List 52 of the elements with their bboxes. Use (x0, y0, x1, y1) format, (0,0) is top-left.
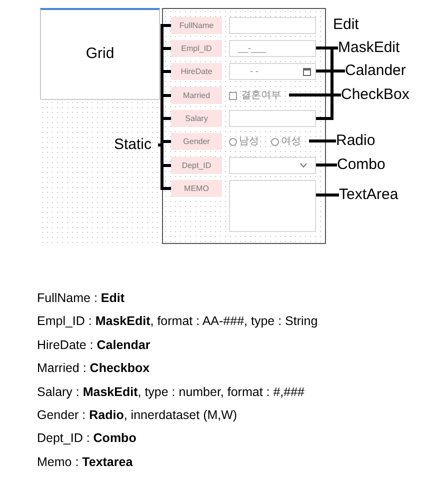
callout-label: TextArea (339, 184, 398, 205)
callout-label: Static (114, 134, 152, 155)
radio-label: 남성 (239, 135, 259, 149)
form-panel (162, 8, 326, 244)
text-area-field (229, 180, 316, 232)
static-label-box (171, 157, 222, 174)
static-label-box (171, 133, 222, 150)
field-description: Salary : MaskEdit, type : number, format : #,### (37, 384, 306, 401)
callout-label: Radio (336, 130, 376, 151)
static-label-box (171, 180, 222, 197)
static-label-box (171, 40, 222, 57)
field-label: FullName (179, 20, 214, 32)
leader-line (316, 164, 337, 166)
leader-line (289, 94, 341, 96)
field-description: Gender : Radio, innerdataset (M,W) (37, 407, 238, 424)
leader-line (316, 70, 345, 72)
leader-line (316, 194, 339, 196)
grid-label: Grid (86, 44, 114, 64)
callout-label: Combo (337, 154, 386, 175)
field-description: Dept_ID : Combo (37, 430, 138, 448)
field-description: FullName : Edit (37, 290, 126, 307)
static-label-box (171, 87, 222, 104)
checkbox-label: 결혼여부 (241, 89, 281, 103)
callout-label: MaskEdit (338, 38, 400, 58)
date-input-field (229, 63, 316, 80)
leader-line (309, 140, 336, 142)
field-label: HireDate (180, 66, 212, 78)
combo-box-field (229, 157, 316, 174)
field-label: Married (182, 90, 210, 102)
field-label: Empl_ID (181, 42, 212, 54)
leader-line (316, 46, 338, 120)
text-input-field (229, 110, 316, 127)
radio-label: 여성 (281, 135, 301, 149)
field-label: Salary (185, 112, 208, 124)
field-label: MEMO (184, 182, 209, 194)
grid-panel (40, 8, 160, 100)
input-mask: __-___ (237, 42, 266, 55)
static-label-box (171, 110, 222, 127)
field-description: HireDate : Calendar (37, 336, 152, 354)
text-input-field (229, 17, 316, 34)
callout-label: CheckBox (341, 84, 410, 105)
callout-label: Calander (345, 60, 406, 81)
field-description: Married : Checkbox (37, 360, 151, 378)
field-description: Memo : Textarea (37, 454, 134, 471)
static-label-box (171, 63, 222, 80)
date-placeholder: - - (249, 64, 260, 78)
static-label-box (171, 17, 222, 34)
field-description: Empl_ID : MaskEdit, format : AA-###, type : String (37, 313, 318, 330)
field-label: Dept_ID (182, 160, 212, 172)
field-label: Gender (183, 136, 210, 148)
masked-input-field (229, 40, 316, 57)
callout-label: Edit (333, 15, 359, 35)
